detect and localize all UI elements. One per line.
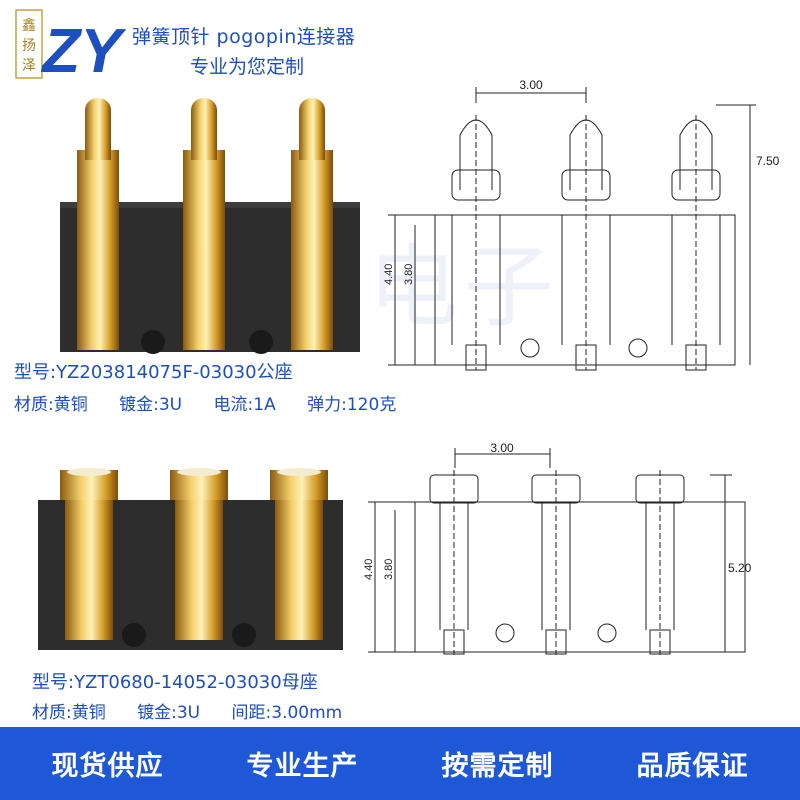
male-connector-photo: [60, 98, 360, 354]
female-pin-3: [270, 468, 328, 640]
brand-logo: 鑫 扬 泽 ZY: [15, 9, 126, 80]
header-subtitle: 专业为您定制: [190, 56, 305, 78]
male-height-label: 7.50: [756, 154, 780, 168]
male-pin-1: [77, 98, 119, 350]
male-spec-current: 电流:1A: [213, 395, 276, 415]
female-connector-photo: [38, 468, 343, 650]
male-model: 型号:YZ203814075F-03030公座: [14, 362, 293, 383]
banner-item-stock: 现货供应: [51, 751, 164, 782]
male-spec-plating: 镀金:3U: [119, 395, 183, 415]
logo-char-3: 泽: [22, 57, 36, 73]
female-spec-material: 材质:黄铜: [32, 703, 106, 723]
banner-item-custom: 按需定制: [441, 751, 554, 782]
male-connector-drawing: 3.00 7.50 4.40 3.80: [383, 78, 780, 371]
banner-item-production: 专业生产: [246, 751, 359, 782]
male-inner-label: 3.80: [403, 264, 415, 285]
logo-char-2: 扬: [22, 37, 36, 53]
male-spec-force: 弹力:120克: [307, 395, 397, 415]
male-pin-3: [291, 98, 333, 350]
header-title: 弹簧顶针 pogopin连接器: [132, 26, 356, 48]
male-pitch-label: 3.00: [519, 78, 543, 92]
male-body-label: 4.40: [383, 264, 395, 285]
female-pin-1: [60, 468, 118, 640]
bottom-banner: 现货供应 专业生产 按需定制 品质保证: [0, 727, 800, 800]
female-height-label: 5.20: [728, 561, 752, 575]
female-inner-label: 3.80: [383, 559, 395, 580]
female-model: 型号:YZT0680-14052-03030母座: [32, 672, 318, 693]
male-pin-2: [183, 98, 225, 350]
female-specs: 材质:黄铜 镀金:3U 间距:3.00mm: [32, 698, 368, 723]
male-specs: 材质:黄铜 镀金:3U 电流:1A 弹力:120克: [14, 390, 422, 415]
female-pin-2: [170, 468, 228, 640]
female-spec-plating: 镀金:3U: [137, 703, 201, 723]
female-spec-pitch: 间距:3.00mm: [231, 703, 343, 723]
male-spec-material: 材质:黄铜: [14, 395, 88, 415]
female-body-label: 4.40: [363, 559, 375, 580]
logo-char-1: 鑫: [22, 17, 36, 33]
female-connector-drawing: 3.00 5.20 4.40 3.80: [363, 441, 752, 655]
female-pitch-label: 3.00: [490, 441, 514, 455]
banner-item-quality: 品质保证: [636, 751, 749, 782]
logo-mark: ZY: [40, 17, 126, 80]
